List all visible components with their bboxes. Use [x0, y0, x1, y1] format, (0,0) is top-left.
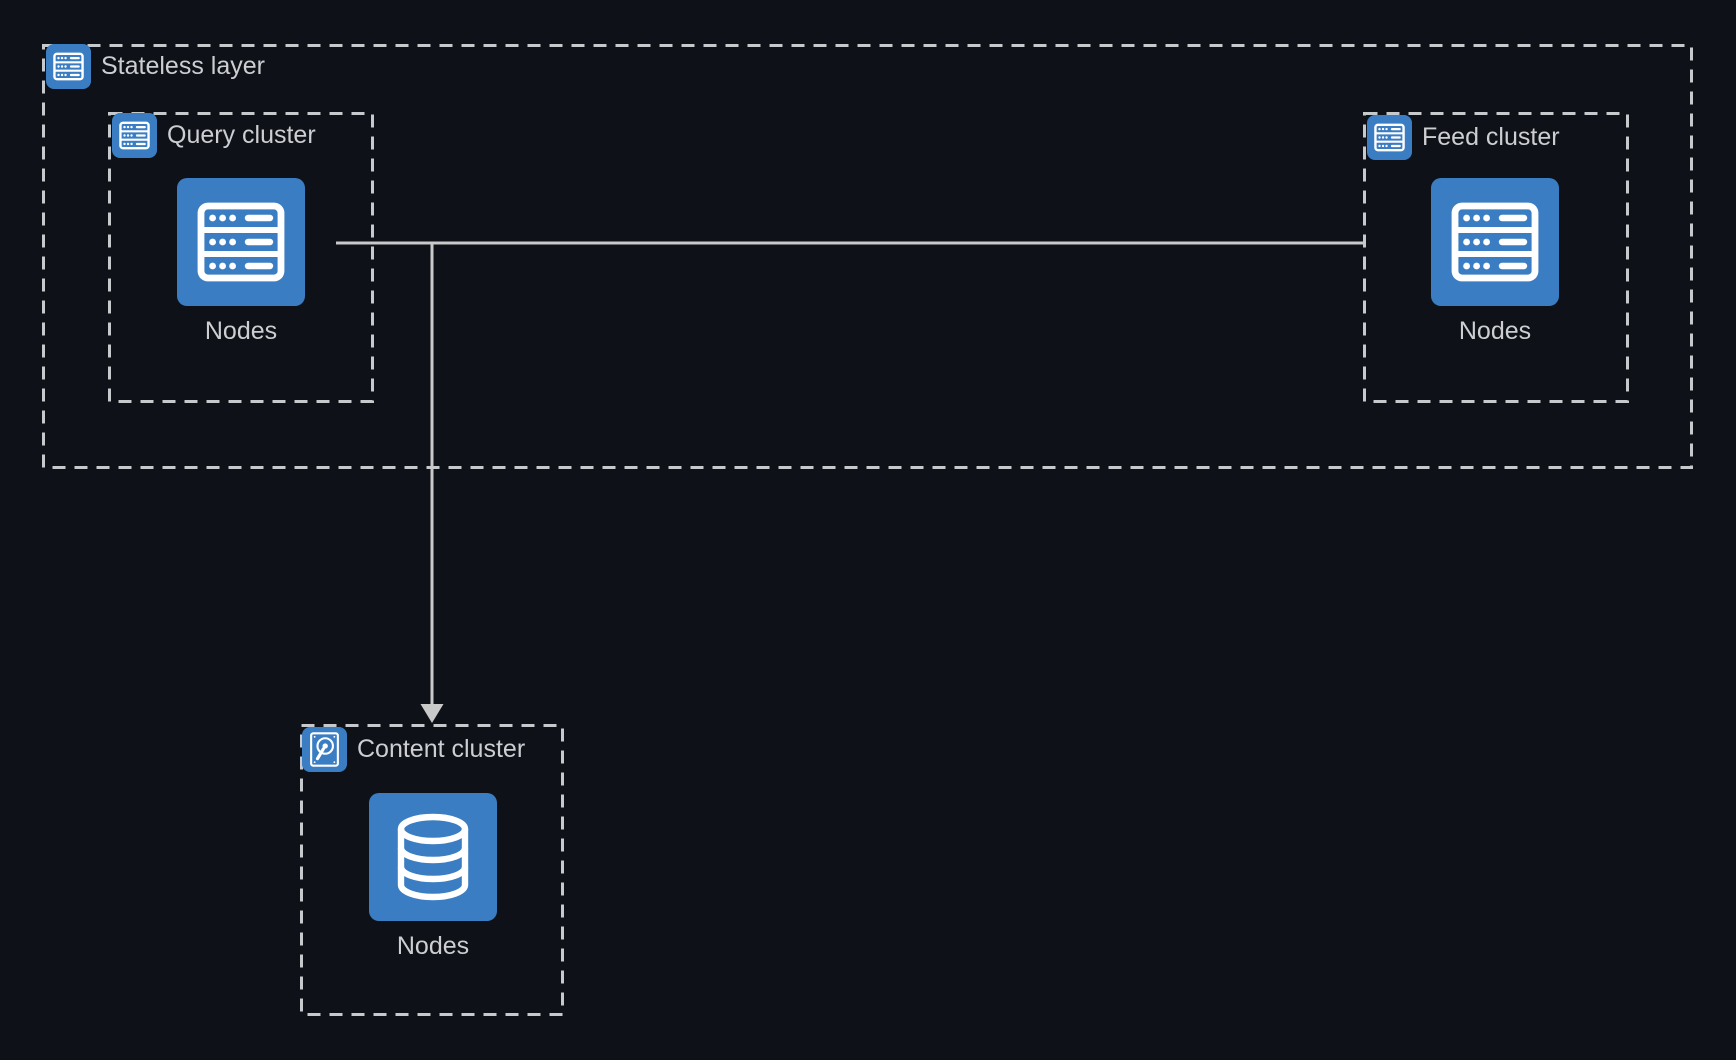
- query-cluster-node: Nodes: [177, 178, 305, 346]
- stateless-layer-title: Stateless layer: [101, 51, 265, 80]
- server-rack-icon: [46, 44, 91, 89]
- query-cluster-title: Query cluster: [167, 120, 316, 149]
- query-cluster-label: Query cluster: [112, 113, 316, 158]
- query-nodes-label: Nodes: [204, 317, 278, 345]
- content-cluster-title: Content cluster: [357, 734, 526, 763]
- content-cluster-box: [300, 724, 564, 1016]
- feed-cluster-box: [1363, 112, 1629, 403]
- feed-cluster-node: Nodes: [1431, 178, 1559, 346]
- hard-disk-icon: [302, 727, 347, 772]
- query-cluster-box: [108, 112, 374, 403]
- database-icon: [369, 793, 497, 921]
- content-nodes-label: Nodes: [396, 932, 470, 960]
- feed-cluster-title: Feed cluster: [1422, 122, 1560, 151]
- server-rack-icon: [177, 178, 305, 306]
- feed-nodes-label: Nodes: [1458, 317, 1532, 345]
- arrowhead-down-icon: [420, 704, 444, 723]
- feed-cluster-label: Feed cluster: [1367, 115, 1560, 160]
- content-cluster-node: Nodes: [369, 793, 497, 961]
- stateless-layer-box: [42, 44, 1693, 469]
- server-rack-icon: [1431, 178, 1559, 306]
- content-cluster-label: Content cluster: [302, 727, 525, 772]
- stateless-layer-label: Stateless layer: [46, 44, 265, 89]
- server-rack-icon: [1367, 115, 1412, 160]
- server-rack-icon: [112, 113, 157, 158]
